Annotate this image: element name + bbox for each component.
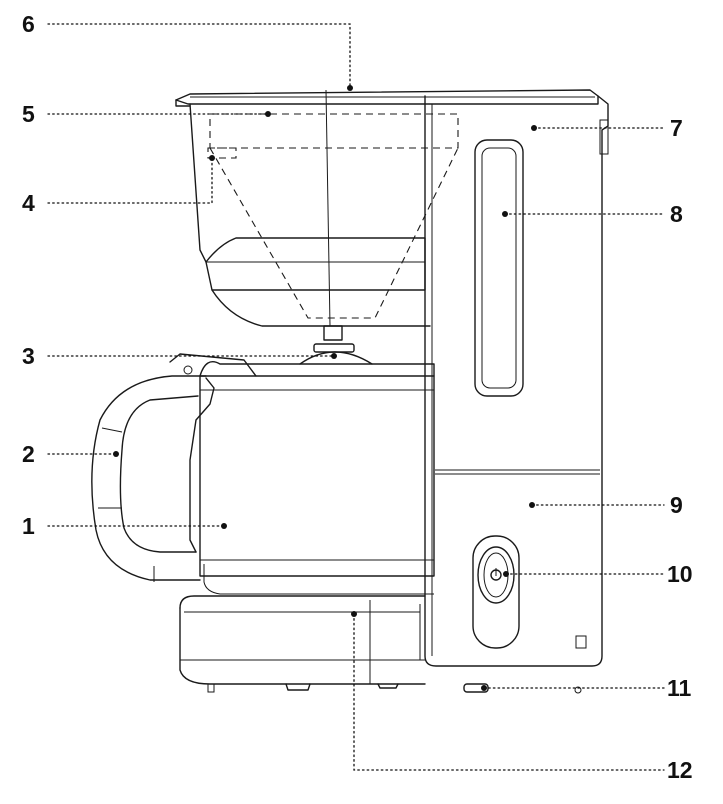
leader-4: [47, 157, 213, 204]
leader-9-dot: [529, 502, 535, 508]
callout-2: 2: [22, 441, 35, 467]
callout-3: 3: [22, 343, 35, 369]
leader-2-dot: [113, 451, 119, 457]
callout-9: 9: [670, 492, 683, 518]
leader-12: [353, 613, 665, 771]
leader-12-dot: [351, 611, 357, 617]
callout-11: 11: [667, 675, 692, 701]
leader-6-dot: [347, 85, 353, 91]
leader-10-dot: [503, 571, 509, 577]
leader-3-dot: [331, 353, 337, 359]
leader-11-dot: [481, 685, 487, 691]
carafe: [91, 343, 435, 595]
leader-5-dot: [265, 111, 271, 117]
lid: [175, 89, 599, 107]
callout-1: 1: [22, 513, 35, 539]
leader-4-dot: [209, 155, 215, 161]
base: [179, 595, 426, 693]
filter-basket: [189, 89, 459, 341]
leader-lines: [47, 23, 665, 771]
housing: [424, 95, 609, 694]
leader-8-dot: [502, 211, 508, 217]
callout-7: 7: [670, 115, 683, 141]
callout-6: 6: [22, 11, 35, 37]
callout-10: 10: [667, 561, 693, 587]
leader-6: [47, 23, 351, 89]
coffee-maker-illustration: [91, 89, 609, 694]
leader-1-dot: [221, 523, 227, 529]
callout-8: 8: [670, 201, 683, 227]
callout-labels: 1 2 3 4 5 6 7 8 9 10 11 12: [22, 11, 693, 783]
callout-4: 4: [22, 190, 35, 216]
callout-12: 12: [667, 757, 693, 783]
leader-7-dot: [531, 125, 537, 131]
callout-5: 5: [22, 101, 35, 127]
